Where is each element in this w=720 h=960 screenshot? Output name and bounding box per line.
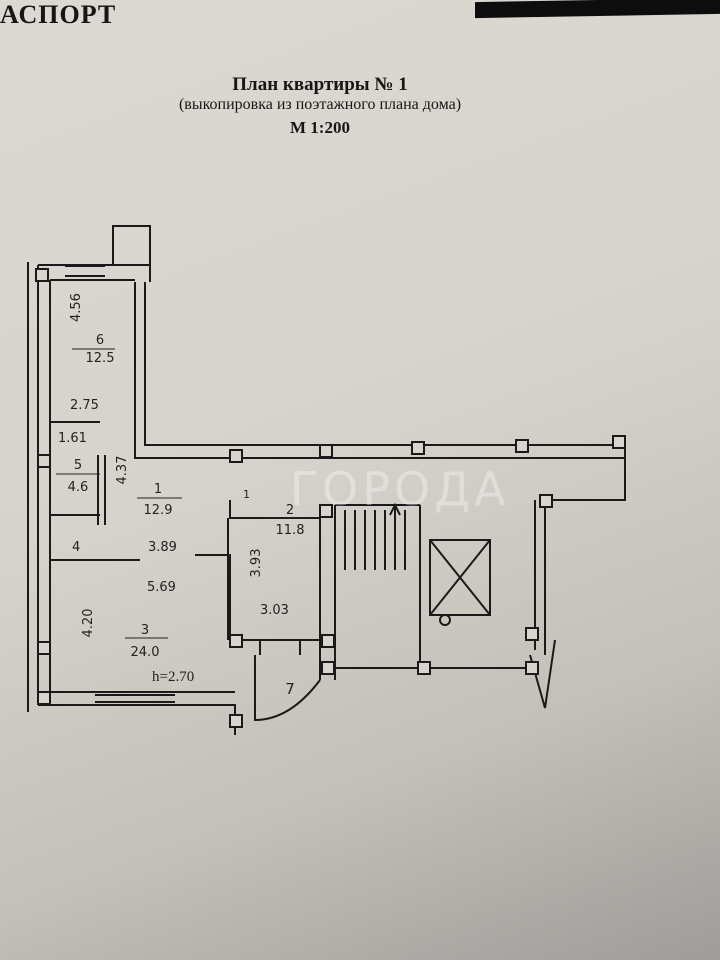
room-2-number: 2 [286, 503, 294, 518]
dim-3-03: 3.03 [260, 603, 289, 618]
room-6-number: 6 [96, 333, 104, 348]
room-1-area: 12.9 [144, 503, 173, 518]
plan-subtitle: (выкопировка из поэтажного плана дома) [178, 96, 462, 113]
room-5-number: 5 [74, 458, 82, 473]
dim-5-69: 5.69 [147, 580, 176, 595]
dim-2-75: 2.75 [70, 398, 99, 413]
room-5-area: 4.6 [68, 480, 89, 495]
plan-title: План квартиры № 1 [232, 74, 408, 95]
dim-3-89: 3.89 [148, 540, 177, 555]
dim-4-37: 4.37 [115, 456, 130, 485]
room-3-area: 24.0 [131, 645, 160, 660]
watermark: ГОРОДА [290, 462, 510, 516]
plan-labels: 4.56 6 12.5 2.75 1.61 5 4.6 4.37 1 12.9 … [56, 293, 310, 698]
dim-4-56: 4.56 [69, 293, 84, 322]
room-6-area: 12.5 [86, 351, 115, 366]
dim-4-20: 4.20 [81, 609, 96, 638]
dim-1-61: 1.61 [58, 431, 87, 446]
dim-3-93: 3.93 [249, 549, 264, 578]
room-3-number: 3 [141, 623, 149, 638]
plan-scale: М 1:200 [290, 118, 350, 137]
document-header: АСПОРТ [0, 0, 117, 29]
dim-4: 4 [72, 540, 80, 555]
room-1-number: 1 [154, 482, 162, 497]
walls [27, 225, 626, 735]
dim-1: 1 [243, 488, 250, 501]
room-2-area: 11.8 [276, 523, 305, 538]
room-7-number: 7 [285, 680, 295, 698]
columns [35, 268, 626, 728]
ceiling-height: h=2.70 [152, 669, 194, 685]
